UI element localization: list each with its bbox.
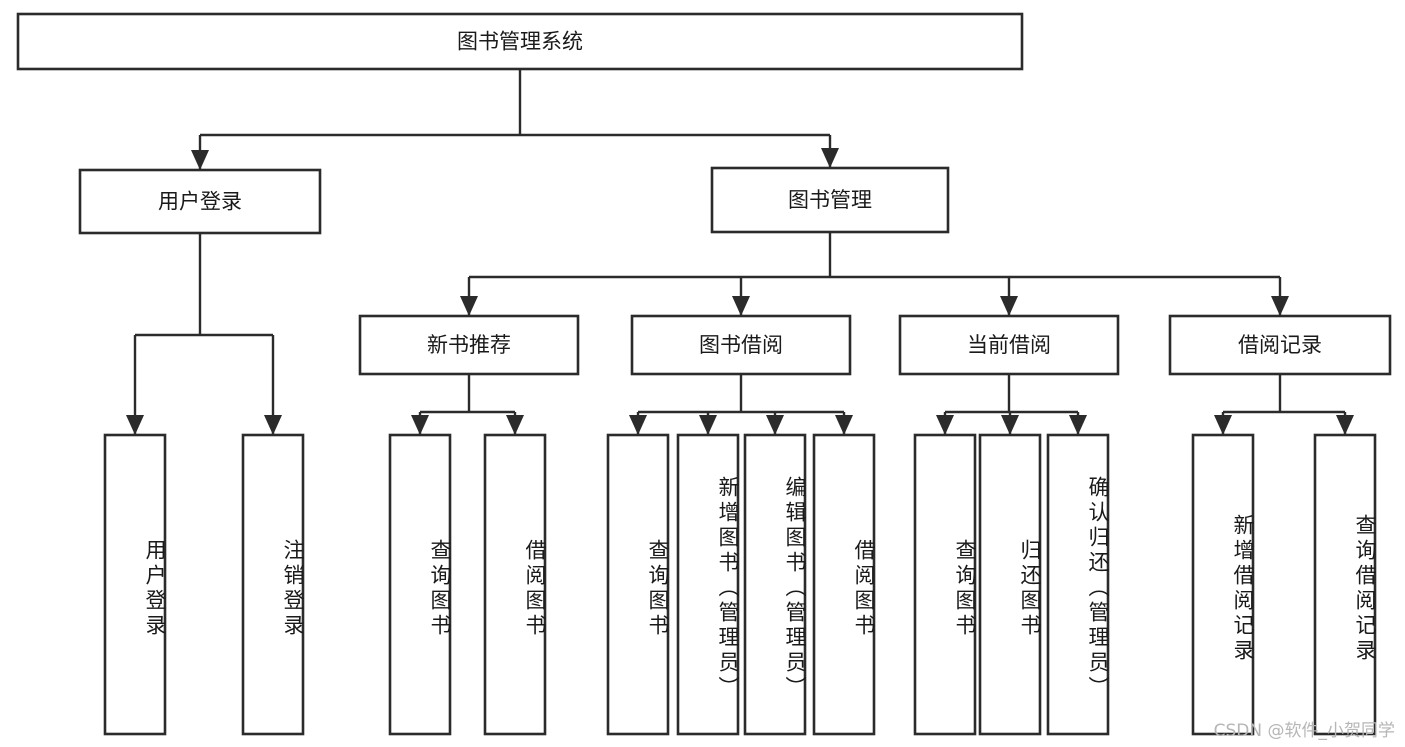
leaf-box-add-borrow-record[interactable] xyxy=(1191,433,1255,736)
node-box-book-management[interactable] xyxy=(710,166,950,234)
leaf-box-query-book-3[interactable] xyxy=(913,433,977,736)
node-label-book-management: 图书管理 xyxy=(788,188,872,212)
borrow-records-arrow-1 xyxy=(1336,415,1354,435)
book-borrow-arrow-3 xyxy=(835,415,853,435)
borrow-records-arrow-0 xyxy=(1214,415,1232,435)
current-borrow-arrow-2 xyxy=(1069,415,1087,435)
leaf-box-edit-book-admin[interactable] xyxy=(743,433,807,736)
leaf-box-add-book-admin[interactable] xyxy=(676,433,740,736)
node-box-root[interactable] xyxy=(16,12,1024,71)
current-borrow-arrow-0 xyxy=(936,415,954,435)
node-box-borrow-records[interactable] xyxy=(1168,314,1392,376)
current-borrow-arrow-1 xyxy=(1001,415,1019,435)
node-label-new-book-recommend: 新书推荐 xyxy=(427,333,511,357)
book-management-arrow-1 xyxy=(732,296,750,316)
node-box-user-login[interactable] xyxy=(78,168,322,235)
book-management-arrow-0 xyxy=(460,296,478,316)
node-label-user-login: 用户登录 xyxy=(158,190,242,214)
book-borrow-arrow-2 xyxy=(766,415,784,435)
node-box-current-borrow[interactable] xyxy=(898,314,1120,376)
leaf-box-user-login-action[interactable] xyxy=(103,433,167,736)
connectors-layer xyxy=(126,69,1354,435)
node-label-borrow-records: 借阅记录 xyxy=(1238,333,1322,357)
node-box-new-book-recommend[interactable] xyxy=(358,314,580,376)
node-label-root: 图书管理系统 xyxy=(457,30,583,54)
leaf-box-borrow-book-2[interactable] xyxy=(812,433,876,736)
leaf-box-confirm-return-admin[interactable] xyxy=(1046,433,1110,736)
book-borrow-arrow-1 xyxy=(699,415,717,435)
book-management-arrow-2 xyxy=(1000,296,1018,316)
boxes-layer xyxy=(16,12,1392,736)
watermark-text: CSDN @软件_小贺同学 xyxy=(1213,721,1395,741)
root-arrow-0 xyxy=(191,150,209,170)
node-box-book-borrow[interactable] xyxy=(630,314,852,376)
leaf-box-return-book[interactable] xyxy=(978,433,1042,736)
leaf-box-query-book-2[interactable] xyxy=(606,433,670,736)
new-book-recommend-arrow-1 xyxy=(506,415,524,435)
user-login-arrow-0 xyxy=(126,415,144,435)
leaf-box-query-borrow-record[interactable] xyxy=(1313,433,1377,736)
leaf-box-query-book-1[interactable] xyxy=(388,433,452,736)
root-arrow-1 xyxy=(821,148,839,168)
user-login-arrow-1 xyxy=(264,415,282,435)
node-label-book-borrow: 图书借阅 xyxy=(699,333,783,357)
book-borrow-arrow-0 xyxy=(629,415,647,435)
new-book-recommend-arrow-0 xyxy=(411,415,429,435)
node-label-current-borrow: 当前借阅 xyxy=(967,333,1051,357)
book-management-arrow-3 xyxy=(1271,296,1289,316)
leaf-box-user-logout-action[interactable] xyxy=(241,433,305,736)
leaf-box-borrow-book-1[interactable] xyxy=(483,433,547,736)
